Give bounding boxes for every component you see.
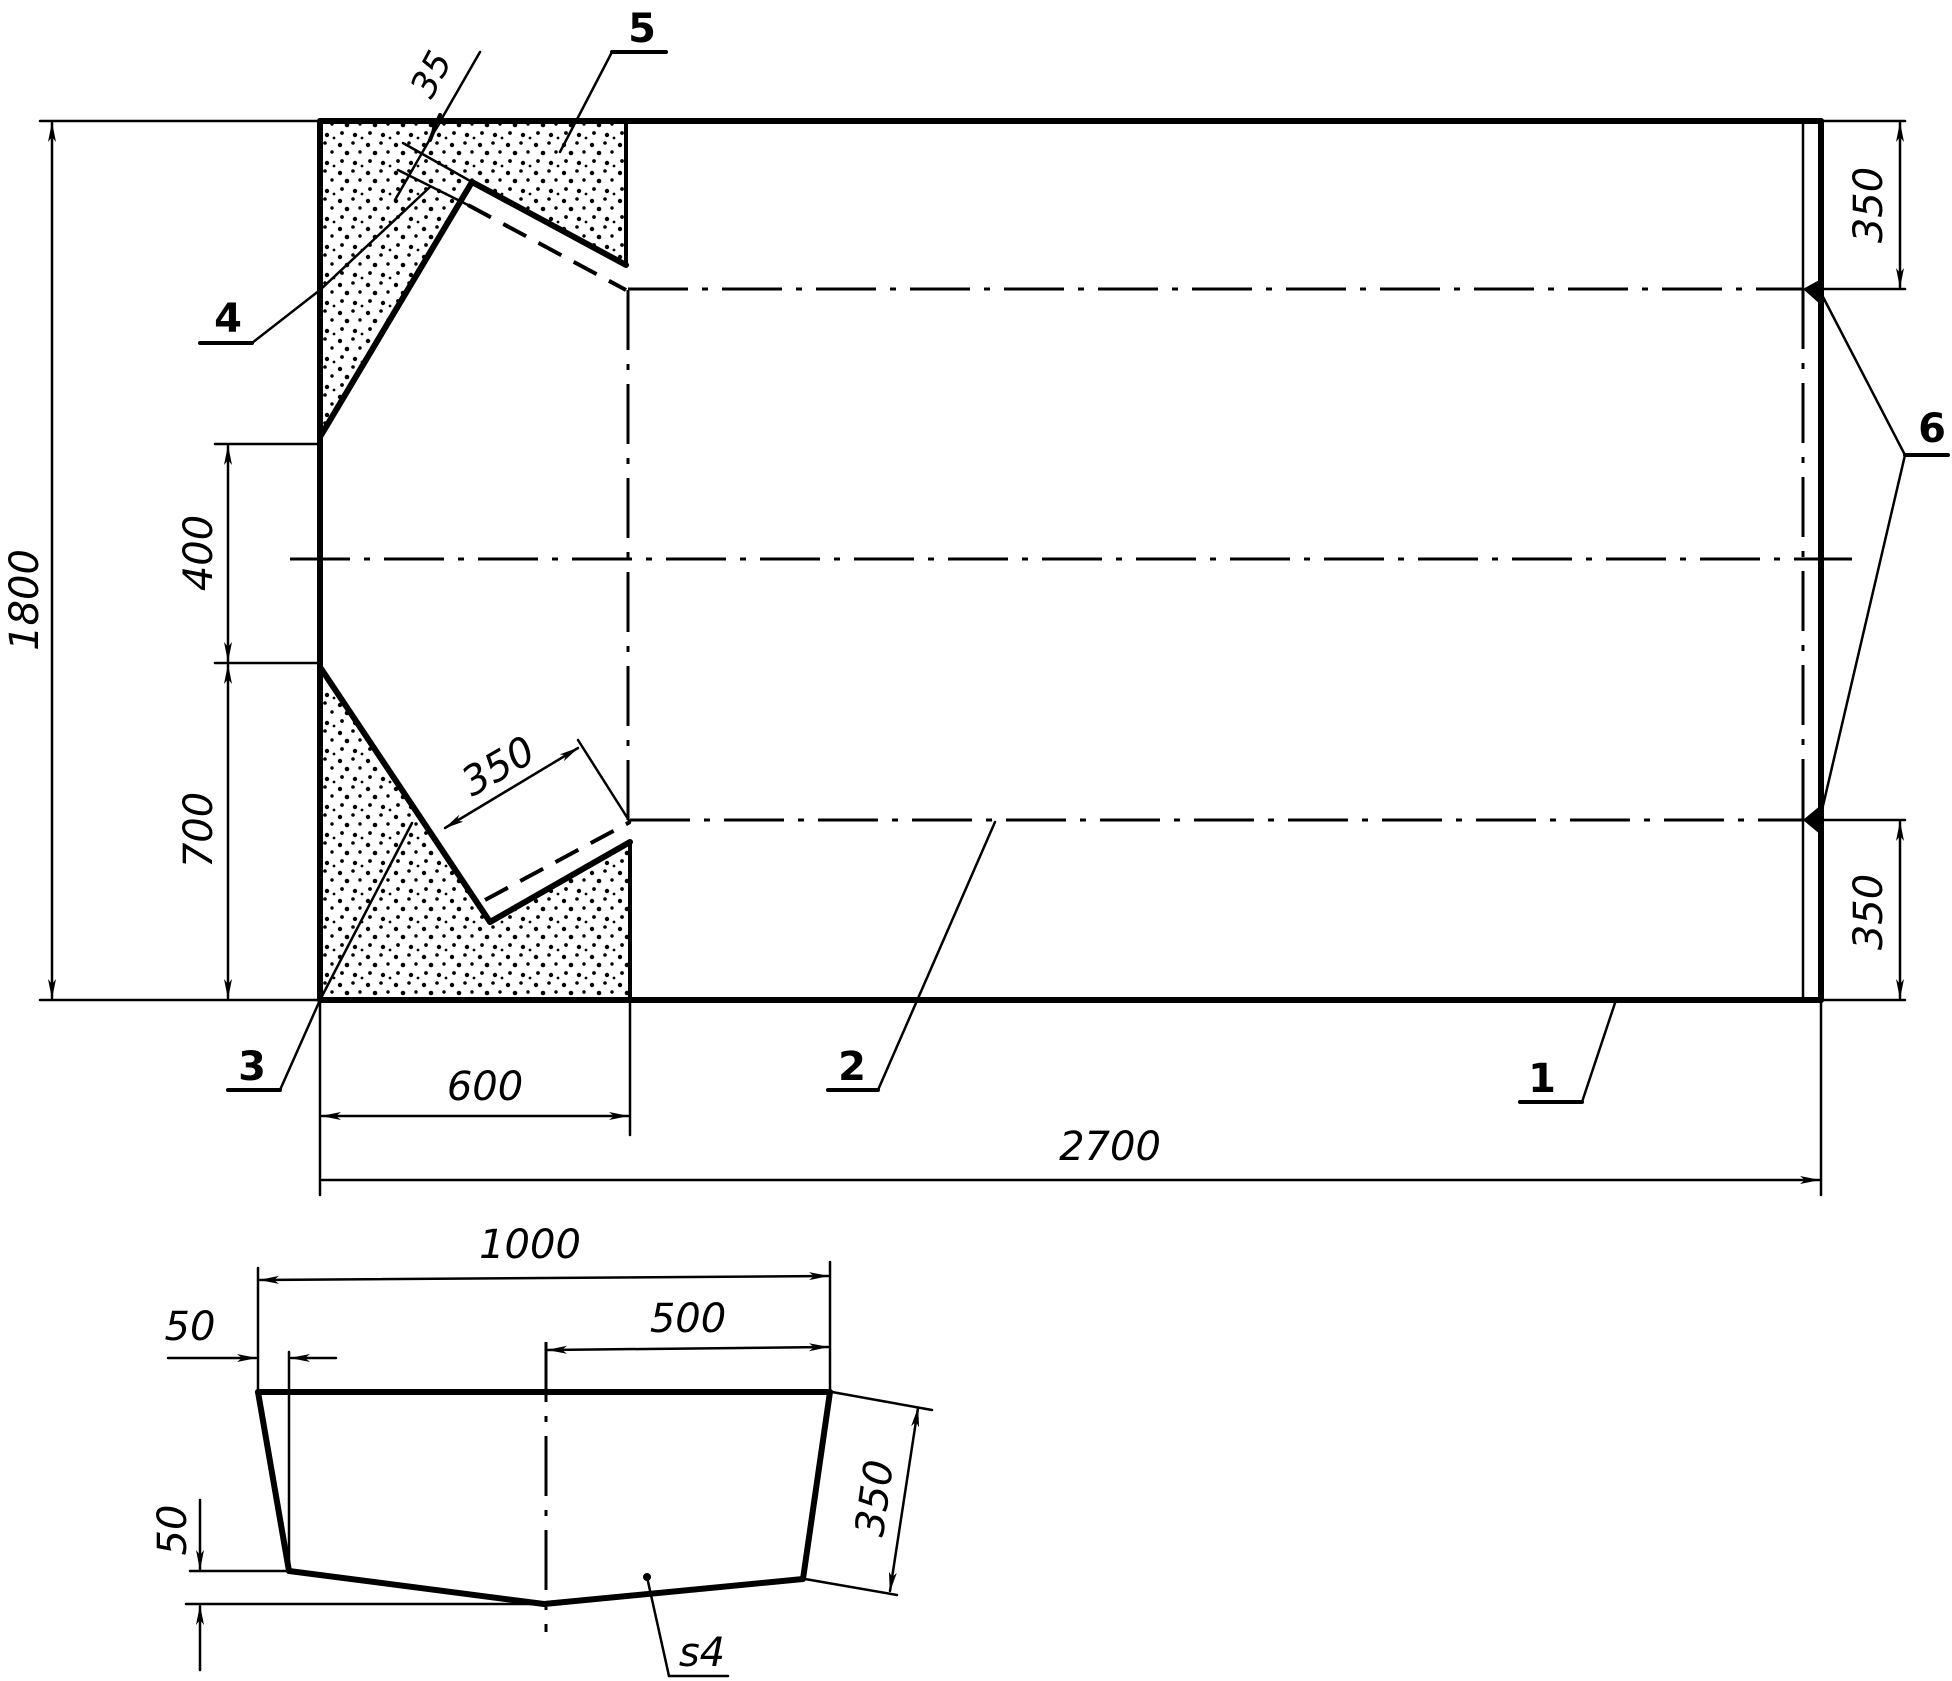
dim-350-chamfer-ext (576, 738, 632, 824)
dim-350-chamfer-text: 350 (454, 728, 543, 806)
dim-1000-line (258, 1272, 830, 1284)
svg-text:3: 3 (238, 1044, 266, 1090)
label-3: 3 (226, 821, 414, 1092)
dim-50-side-text: 50 (165, 1304, 216, 1350)
dim-2700-text: 2700 (1059, 1124, 1161, 1170)
svg-text:1: 1 (1528, 1056, 1556, 1102)
upper-flange-end-a (401, 141, 474, 184)
dim-700-text: 700 (176, 792, 222, 868)
main-view: 1800 400 700 350 35 350 350 600 2700 (2, 6, 1950, 1197)
dim-350-side-line (888, 1406, 920, 1593)
lower-chamfer-edge (317, 664, 493, 925)
dim-600-text: 600 (447, 1064, 523, 1110)
stippled-region-lower (320, 667, 630, 1000)
dim-350-bottom-text: 350 (1846, 874, 1892, 950)
upper-flange-hidden (467, 203, 627, 292)
dim-500-text: 500 (650, 1296, 726, 1342)
dim-400-text: 400 (176, 515, 222, 591)
section-right-edge (800, 1389, 833, 1582)
dim-50-drop-text: 50 (150, 1505, 196, 1556)
dim-350-top-text: 350 (1846, 167, 1892, 243)
lower-flange-hidden (484, 820, 631, 902)
weld-mark-lower (1803, 805, 1821, 835)
stippled-region-upper (320, 121, 626, 437)
section-bottom-left (286, 1568, 547, 1607)
label-1: 1 (1518, 998, 1618, 1104)
section-view: 1000 500 50 50 350 s4 (150, 1222, 934, 1678)
label-6: 6 (1820, 293, 1950, 812)
dim-350-side-ext-top (830, 1390, 934, 1412)
label-2: 2 (826, 820, 997, 1092)
s4-leader (645, 1575, 671, 1678)
s4-text: s4 (679, 1630, 725, 1676)
svg-text:6: 6 (1918, 406, 1946, 452)
dim-350-chamfer-line (443, 746, 580, 830)
upper-flange-edge (469, 179, 629, 268)
section-bottom-right (541, 1576, 806, 1607)
upper-chamfer-edge (317, 179, 475, 440)
lower-flange-edge (487, 839, 633, 925)
svg-text:4: 4 (214, 296, 242, 342)
label-4: 4 (198, 185, 432, 345)
label-5: 5 (558, 6, 668, 154)
dim-1800-text: 1800 (2, 549, 48, 651)
section-left-edge (255, 1389, 292, 1574)
dim-350-side-ext-bottom (803, 1577, 899, 1597)
dim-35-text: 35 (403, 45, 461, 105)
dim-350-side-text: 350 (847, 1457, 903, 1539)
svg-text:5: 5 (628, 6, 656, 52)
weld-mark-upper (1803, 279, 1821, 305)
dim-35-arrow (428, 113, 442, 142)
dim-500-line (546, 1343, 830, 1354)
svg-text:2: 2 (838, 1044, 866, 1090)
dim-1000-text: 1000 (479, 1222, 581, 1268)
